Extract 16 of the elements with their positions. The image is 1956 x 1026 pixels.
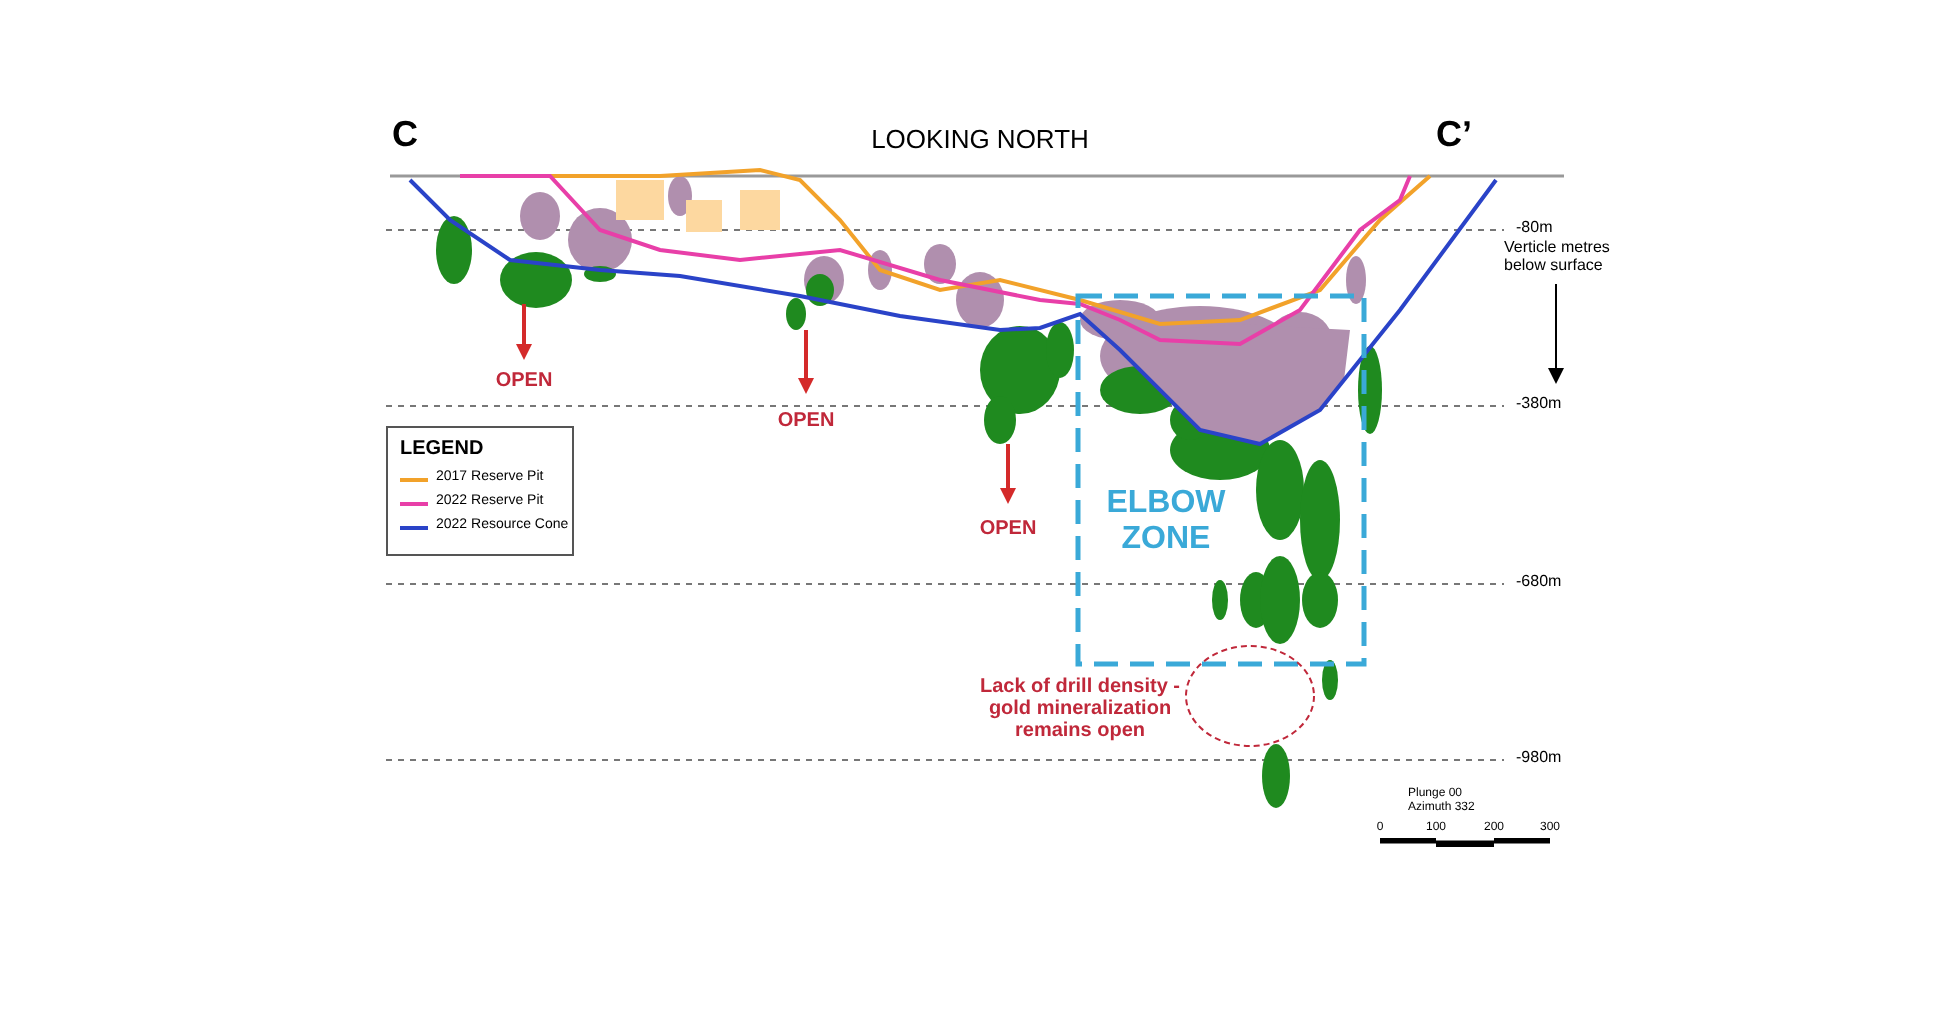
zone-label: ELBOW ZONE bbox=[1104, 486, 1228, 557]
view-direction-title: LOOKING NORTH bbox=[871, 126, 1089, 155]
zone-outline bbox=[1075, 293, 1367, 667]
target-ellipse bbox=[1185, 645, 1315, 747]
open-label: OPEN bbox=[495, 370, 553, 392]
depth-label: -980m bbox=[1516, 750, 1562, 768]
section-end-label: C’ bbox=[1436, 116, 1472, 156]
open-label: OPEN bbox=[777, 410, 835, 432]
depth-label: -80m bbox=[1516, 220, 1553, 238]
depth-label: -380m bbox=[1516, 396, 1562, 414]
section-end-label: C bbox=[392, 116, 418, 156]
open-label: OPEN bbox=[979, 518, 1037, 540]
legend-title: LEGEND bbox=[400, 438, 484, 460]
note-text: Lack of drill density - gold mineralization remains open bbox=[977, 676, 1183, 742]
depth-label: -680m bbox=[1516, 574, 1562, 592]
axis-note: Verticle metres below surface bbox=[1504, 240, 1612, 276]
